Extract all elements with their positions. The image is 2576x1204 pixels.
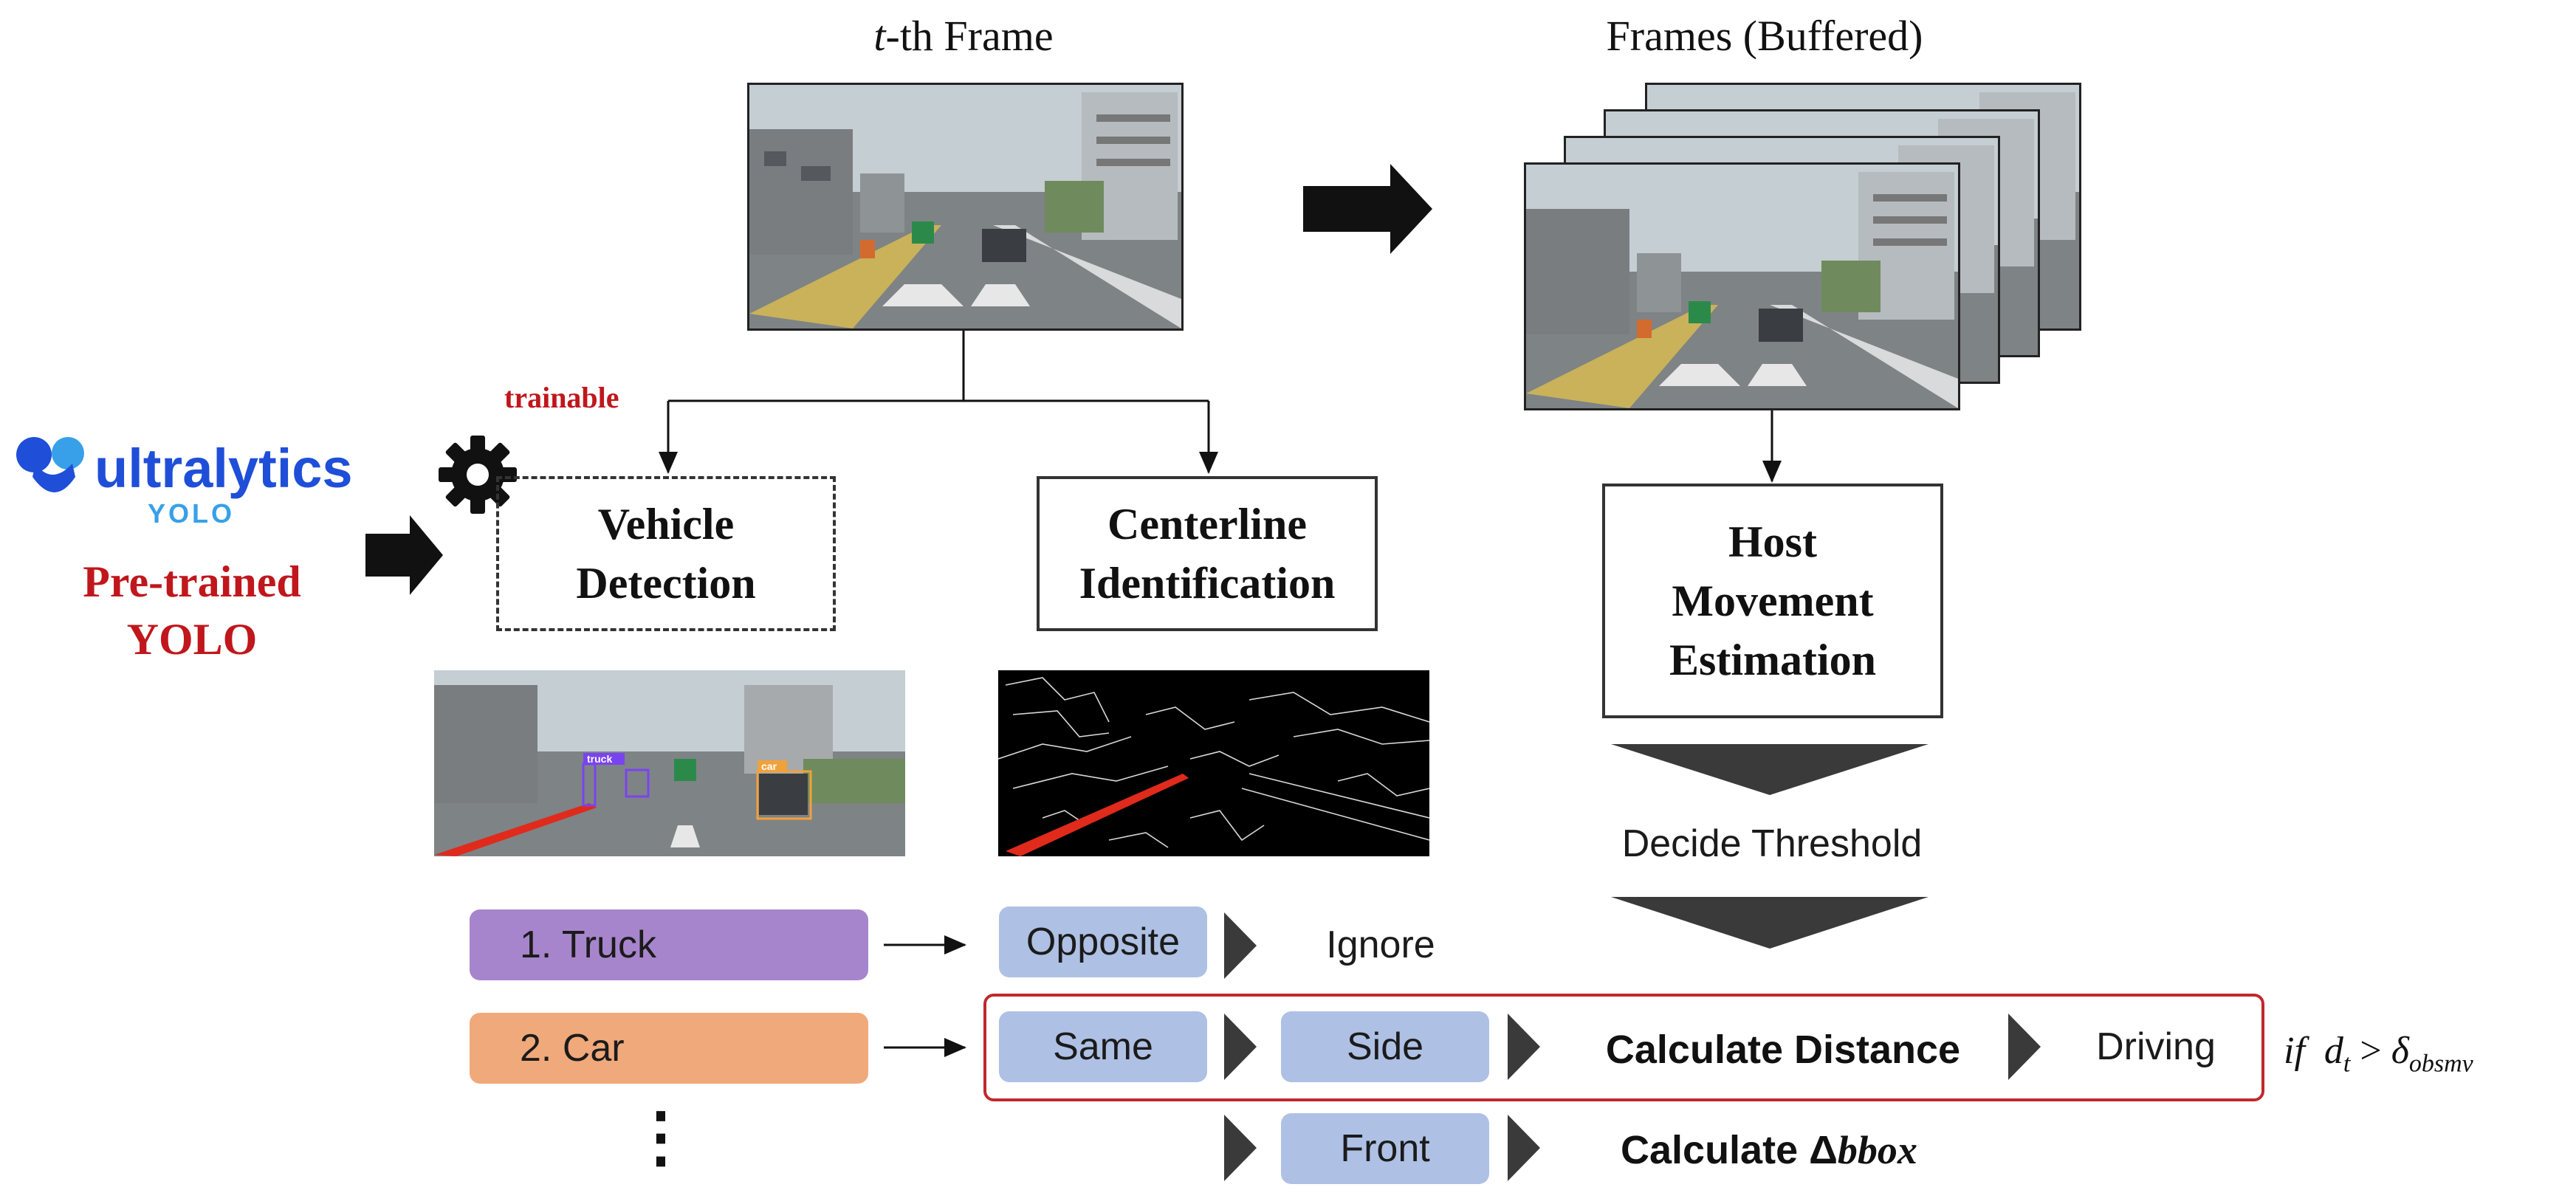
highlight-box — [983, 994, 2264, 1101]
same-pill: Same — [999, 1011, 1207, 1082]
calculate-distance-label: Calculate Distance — [1605, 1028, 1961, 1072]
driving-condition: if dt > δobsmv — [2284, 1022, 2473, 1081]
front-prev-triangle — [1224, 1115, 1257, 1181]
front-pill: Front — [1281, 1113, 1489, 1184]
same-next-triangle — [1224, 1014, 1257, 1080]
condition-d: d — [2323, 1030, 2343, 1072]
vehicle-detection-line1: Vehicle — [597, 500, 735, 548]
edge-scene — [998, 670, 1429, 856]
host-line1: Host — [1728, 517, 1817, 566]
host-line2: Movement — [1672, 577, 1874, 625]
opposite-pill: Opposite — [999, 907, 1207, 977]
truck-pill: 1. Truck — [470, 909, 868, 980]
vehicle-detection-box: Vehicle Detection — [496, 476, 836, 631]
condition-gt: > — [2360, 1030, 2382, 1072]
front-next-triangle — [1508, 1115, 1540, 1181]
centerline-line1: Centerline — [1107, 500, 1307, 548]
decide-threshold-label: Decide Threshold — [1621, 822, 1923, 865]
split-connector — [659, 331, 1218, 474]
edge-map-image — [998, 670, 1429, 856]
t-frame-title-rest: -th Frame — [885, 11, 1054, 60]
calculate-bbox-label: Calculate Δbbox — [1621, 1121, 1917, 1180]
centerline-line2: Identification — [1079, 559, 1336, 608]
pretrained-line1: Pre-trained — [83, 557, 301, 606]
block-arrow-right-icon — [1303, 164, 1432, 254]
t-frame-title-var: t — [873, 11, 886, 60]
more-items-ellipsis: ⋮ — [628, 1101, 694, 1174]
block-arrow-right-icon — [365, 515, 443, 595]
detection-scene: truck car — [434, 670, 905, 856]
pretrained-line2: YOLO — [126, 614, 258, 664]
street-scene — [1526, 165, 1958, 408]
calculate-bbox-var: bbox — [1837, 1128, 1917, 1172]
side-pill: Side — [1281, 1011, 1489, 1082]
car-detection-tag: car — [761, 760, 777, 772]
host-movement-estimation-box: Host Movement Estimation — [1602, 484, 1943, 718]
distance-next-triangle — [2008, 1014, 2041, 1080]
condition-d-sub: t — [2343, 1050, 2351, 1078]
condition-delta: δ — [2391, 1030, 2409, 1072]
street-scene — [749, 85, 1181, 328]
vehicle-detection-line2: Detection — [576, 559, 756, 608]
threshold-triangle-lower — [1611, 897, 1928, 949]
t-frame-image — [747, 83, 1184, 331]
logo-word: ultralytics — [95, 438, 353, 499]
logo-sub: YOLO — [148, 498, 236, 529]
condition-if: if — [2284, 1030, 2305, 1072]
driving-label: Driving — [2096, 1025, 2216, 1068]
opposite-next-triangle — [1224, 912, 1257, 979]
trainable-label: trainable — [504, 381, 619, 414]
t-frame-title: t-th Frame — [797, 6, 1130, 65]
condition-delta-sub: obsmv — [2408, 1050, 2473, 1078]
car-pill: 2. Car — [470, 1013, 868, 1084]
ultralytics-logo-icon — [16, 437, 84, 492]
truck-detection-tag: truck — [587, 753, 612, 765]
centerline-identification-box: Centerline Identification — [1037, 476, 1378, 631]
detection-result-image: truck car — [434, 670, 905, 856]
frames-buffered-title: Frames (Buffered) — [1606, 11, 1923, 60]
buffered-frame-1 — [1524, 162, 1960, 410]
calculate-bbox-prefix: Calculate Δ — [1621, 1128, 1838, 1172]
side-next-triangle — [1508, 1014, 1540, 1080]
threshold-triangle-upper — [1611, 744, 1928, 795]
host-line3: Estimation — [1669, 636, 1877, 684]
ignore-label: Ignore — [1326, 923, 1435, 966]
